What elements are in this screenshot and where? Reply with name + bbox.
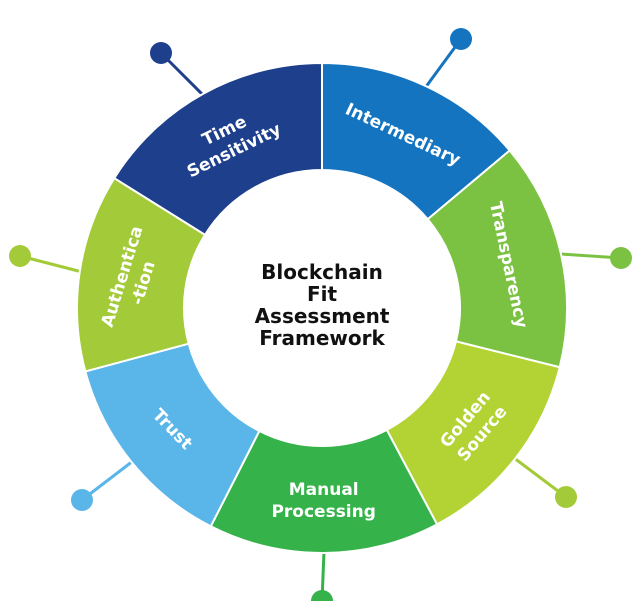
connector-dot-authentication [9,245,31,267]
connector-dot-time-sensitivity [150,42,172,64]
connector-dot-transparency [610,247,632,269]
connector-dot-manual-processing [311,590,333,601]
center-title-line-2: Fit [306,282,338,306]
connector-dot-trust [71,489,93,511]
segment-time-sensitivity [112,61,323,237]
label-manual-processing-line-1: Manual [289,480,359,500]
center-title-line-4: Framework [259,326,385,350]
center-title-line-1: Blockchain [261,260,383,284]
connector-dot-golden-source [555,486,577,508]
center-title: Blockchain Fit Assessment Framework [222,261,422,349]
center-title-line-3: Assessment [254,304,390,328]
label-manual-processing-line-2: Processing [271,502,375,522]
segment-layer [76,61,568,554]
segment-authentication [76,176,207,373]
segment-manual-processing [209,428,439,554]
connector-dot-intermediary [450,28,472,50]
connector-line-golden-source [511,455,567,499]
connector-line-trust [81,458,136,502]
connector-layer [9,28,632,601]
